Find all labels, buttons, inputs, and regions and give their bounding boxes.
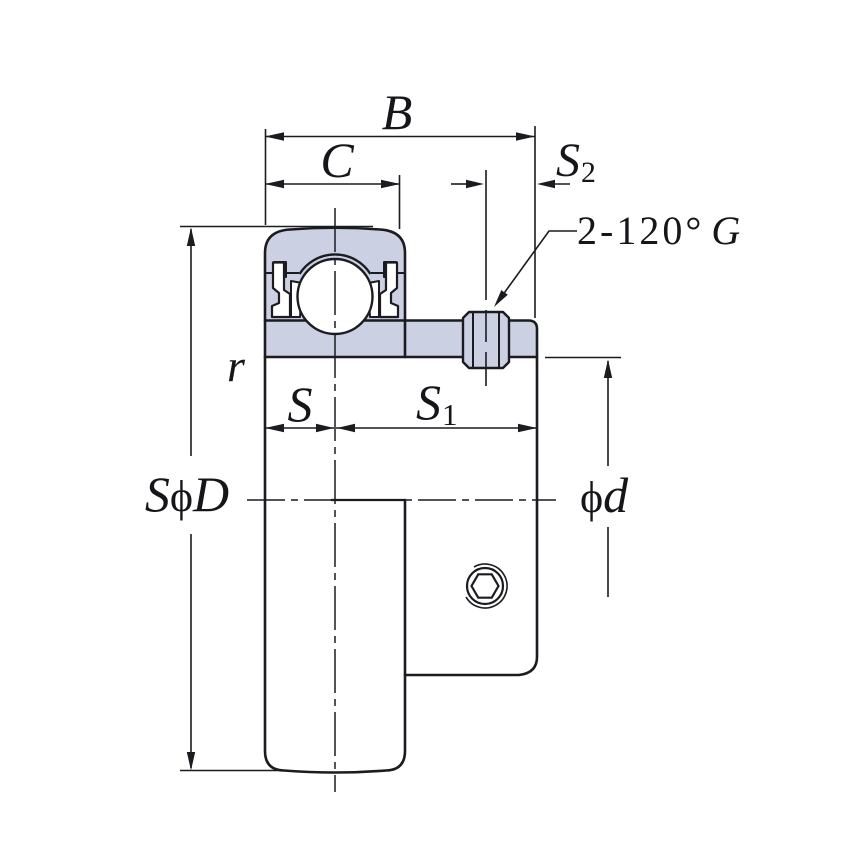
outer-ring-silhouette (263, 355, 407, 774)
label-bore-d: d (603, 467, 629, 523)
label-fillet-r: r (227, 343, 245, 389)
label-bore-diameter: ϕd (580, 470, 628, 520)
label-S-text: S (287, 376, 313, 432)
label-outer-diameter: SϕD (145, 469, 229, 519)
arrow-C-left (265, 179, 284, 189)
label-width-B: B (382, 87, 413, 137)
label-width-C: C (320, 135, 353, 185)
screw-note-thread: G (711, 208, 741, 253)
label-S2: S2 (556, 134, 596, 188)
arrow-S-right (316, 423, 334, 433)
thread-arc (465, 563, 508, 609)
arrow-S2-right (537, 179, 555, 189)
screw-note-number: 2-120° (577, 208, 705, 253)
arrow-B-right (516, 132, 535, 141)
arrow-bore-top (603, 359, 613, 378)
arrow-S2-left (466, 179, 484, 189)
label-OD-D: D (193, 466, 230, 522)
label-r-text: r (227, 340, 245, 391)
center-lines (247, 208, 556, 792)
set-screw-socket (465, 563, 508, 609)
phi-symbol-bore: ϕ (580, 473, 604, 522)
arrow-C-right (381, 179, 400, 189)
label-C-text: C (320, 132, 354, 188)
arrow-S1-right (518, 423, 537, 433)
dimension-lines (180, 126, 621, 772)
seal-left (270, 261, 292, 319)
leader-line-screw-note (496, 230, 577, 304)
arrowheads (186, 132, 613, 771)
label-S1-subscript: 1 (442, 397, 458, 433)
label-B-text: B (381, 84, 413, 140)
label-S2-subscript: 2 (581, 155, 596, 189)
label-S: S (288, 379, 313, 429)
label-set-screw-note: 2-120°G (577, 211, 740, 251)
arrow-OD-top (186, 227, 196, 246)
label-S1: S1 (416, 374, 458, 430)
collar-outline (403, 319, 539, 677)
arrow-S1-left (337, 423, 355, 433)
arrow-OD-bottom (186, 752, 196, 771)
arrow-S-left (265, 423, 284, 433)
arrow-screw-note (494, 290, 508, 307)
seal-right (378, 261, 400, 319)
arrow-B-left (265, 132, 284, 141)
outer-race-arc (298, 253, 372, 275)
phi-symbol-OD: ϕ (169, 472, 194, 521)
label-OD-S: S (144, 466, 170, 522)
hex-socket (470, 573, 500, 599)
label-S2-base: S (556, 134, 580, 187)
label-S1-base: S (416, 374, 441, 430)
